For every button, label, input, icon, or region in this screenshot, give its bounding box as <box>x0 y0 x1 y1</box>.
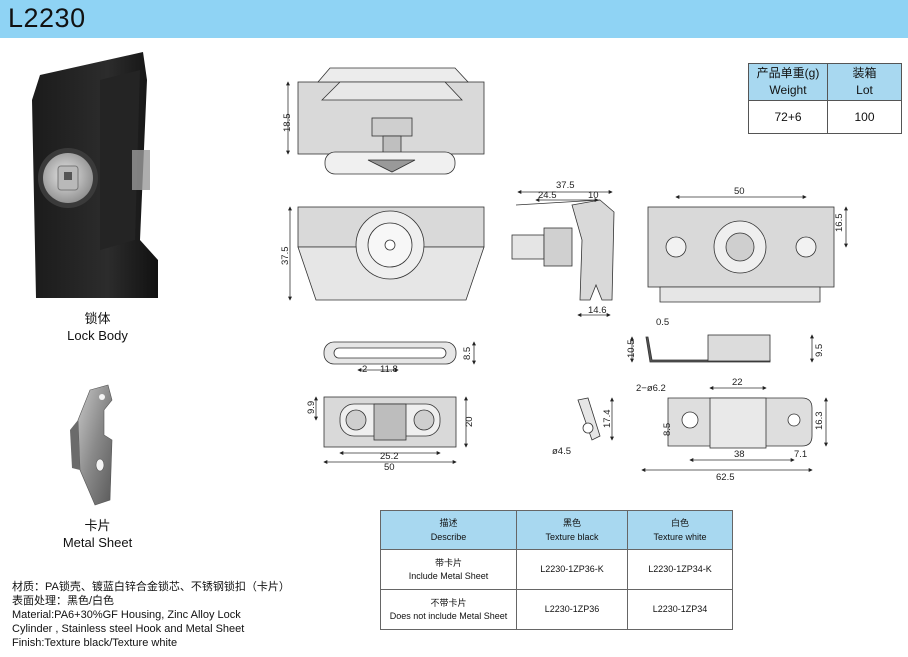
part-header-describe: 描述 Describe <box>380 510 517 550</box>
part-header-black-cn: 黑色 <box>562 518 581 528</box>
drawing-bottom-view <box>314 396 468 464</box>
dim-bot-w2: 50 <box>384 462 395 473</box>
part-header-white-cn: 白色 <box>670 518 689 528</box>
lock-body-caption: 锁体 Lock Body <box>50 310 145 344</box>
lock-body-caption-cn: 锁体 <box>84 311 111 326</box>
dim-side-width: 37.5 <box>556 180 575 191</box>
weight-header-en: Weight <box>769 83 807 97</box>
drawing-plate <box>641 386 828 472</box>
material-line: Finish:Texture black/Texture white <box>12 637 178 649</box>
table-row: 带卡片 Include Metal Sheet L2230-1ZP36-K L2… <box>380 549 733 590</box>
part-header-white: 白色 Texture white <box>627 510 733 550</box>
dim-side-inner: 24.5 <box>538 190 557 201</box>
material-line: Material:PA6+30%GF Housing, Zinc Alloy L… <box>12 609 241 621</box>
dim-top-height: 18.5 <box>282 114 293 133</box>
metal-sheet-photo <box>70 384 113 506</box>
product-title: L2230 <box>8 3 86 33</box>
dim-rear-width: 50 <box>734 186 745 197</box>
drawing-top-view <box>286 67 485 175</box>
dim-hook-gap: 2 <box>362 364 367 375</box>
material-line: Cylinder , Stainless steel Hook and Meta… <box>12 623 245 635</box>
dim-pin-dia: ø4.5 <box>552 446 571 457</box>
metal-sheet-caption: 卡片 Metal Sheet <box>50 517 145 551</box>
part-header-black-en: Texture black <box>545 532 599 542</box>
lot-value: 100 <box>827 100 902 134</box>
weight-table: 产品单重(g) Weight 装箱 Lot 72+6 100 <box>748 63 902 134</box>
row-black-code: L2230-1ZP36-K <box>516 549 628 590</box>
dim-plate-edge: 7.1 <box>794 449 807 460</box>
dim-bot-h1: 9.9 <box>306 401 317 414</box>
row-white-code: L2230-1ZP34-K <box>627 549 733 590</box>
dim-plate-w: 22 <box>732 377 743 388</box>
weight-header: 产品单重(g) Weight <box>748 63 828 101</box>
dim-holes: 2−ø6.2 <box>636 383 666 394</box>
lock-body-caption-en: Lock Body <box>67 328 128 343</box>
drawing-rear-view <box>647 195 848 303</box>
part-header-describe-cn: 描述 <box>439 518 458 528</box>
dim-hook-len: 11.8 <box>380 364 398 375</box>
row-describe-en: Include Metal Sheet <box>408 570 489 581</box>
dim-plate-pitch: 38 <box>734 449 745 460</box>
metal-sheet-caption-en: Metal Sheet <box>62 535 133 550</box>
drawing-hook <box>323 341 476 372</box>
drawing-pin <box>577 397 614 441</box>
row-white-code: L2230-1ZP34 <box>627 589 733 630</box>
dim-plate-len: 62.5 <box>716 472 735 483</box>
drawing-sheet-side <box>630 334 814 363</box>
metal-sheet-caption-cn: 卡片 <box>84 518 111 533</box>
lot-header-cn: 装箱 <box>852 66 877 80</box>
weight-header-cn: 产品单重(g) <box>756 66 820 80</box>
part-header-black: 黑色 Texture black <box>516 510 628 550</box>
row-describe-cn: 带卡片 <box>434 557 462 568</box>
dim-rear-height: 16.5 <box>834 214 845 233</box>
dim-pin-h: 17.4 <box>602 410 613 429</box>
table-row: 不带卡片 Does not include Metal Sheet L2230-… <box>380 589 733 630</box>
dim-sheet-h: 9.5 <box>814 344 825 357</box>
dim-front-height: 37.5 <box>280 247 291 266</box>
weight-value: 72+6 <box>748 100 828 134</box>
title-bar: L2230 <box>0 0 908 38</box>
dim-plate-hole-h: 8.5 <box>662 423 673 436</box>
part-table: 描述 Describe 黑色 Texture black 白色 Texture … <box>380 510 733 630</box>
part-header-describe-en: Describe <box>430 532 467 542</box>
row-describe: 不带卡片 Does not include Metal Sheet <box>380 589 517 630</box>
dim-bot-h2: 20 <box>464 416 475 427</box>
dim-side-cap: 10 <box>588 190 599 201</box>
dim-sheet-thk: 0.5 <box>656 317 669 328</box>
dim-plate-h: 16.3 <box>814 412 825 431</box>
dim-side-base: 14.6 <box>588 305 607 316</box>
lock-body-photo <box>32 52 158 298</box>
drawing-side-view <box>511 190 615 317</box>
row-black-code: L2230-1ZP36 <box>516 589 628 630</box>
material-line: 材质：PA锁壳、镀蓝白锌合金锁芯、不锈钢锁扣（卡片） <box>12 581 290 593</box>
lot-header-en: Lot <box>856 83 873 97</box>
material-notes: 材质：PA锁壳、镀蓝白锌合金锁芯、不锈钢锁扣（卡片） 表面处理：黑色/白色 Ma… <box>12 580 290 650</box>
drawing-front-view <box>288 206 485 301</box>
part-header-white-en: Texture white <box>653 532 707 542</box>
row-describe: 带卡片 Include Metal Sheet <box>380 549 517 590</box>
row-describe-cn: 不带卡片 <box>430 597 467 608</box>
dim-bot-w1: 25.2 <box>380 451 399 462</box>
material-line: 表面处理：黑色/白色 <box>12 595 115 607</box>
dim-sheet-fold: 10.5 <box>626 340 637 359</box>
row-describe-en: Does not include Metal Sheet <box>389 610 508 621</box>
lot-header: 装箱 Lot <box>827 63 902 101</box>
dim-hook-height: 8.5 <box>462 347 473 360</box>
